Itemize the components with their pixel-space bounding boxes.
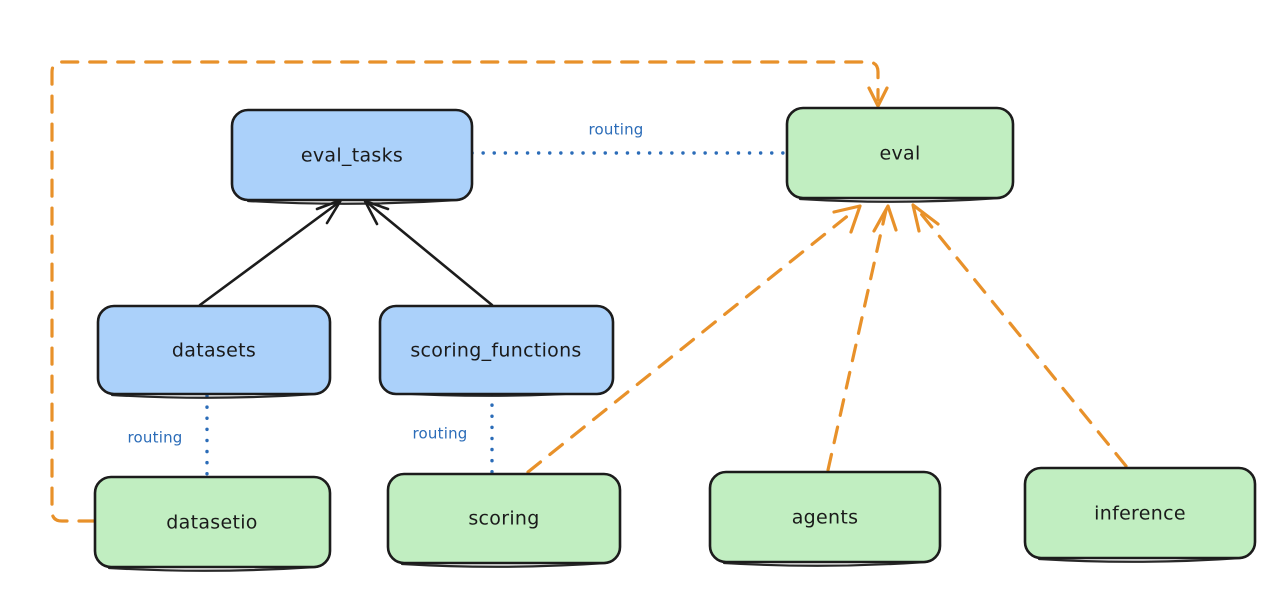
edge-scoring-functions-to-eval-tasks	[363, 199, 494, 307]
node-datasetio[interactable]: datasetio	[93, 475, 332, 572]
edge-scoring-to-eval	[526, 204, 862, 474]
node-scoring-label: scoring	[468, 508, 539, 530]
node-scoring[interactable]: scoring	[386, 472, 622, 568]
edge-agents-to-eval	[826, 204, 898, 472]
node-inference-box[interactable]	[1023, 466, 1257, 560]
node-inference-label: inference	[1094, 503, 1186, 525]
edge-label-routing-scoring: routing	[413, 425, 468, 443]
edge-inference-to-eval	[911, 203, 1128, 468]
node-agents-label: agents	[792, 507, 859, 529]
node-eval-box[interactable]	[785, 106, 1015, 200]
node-eval-label: eval	[879, 143, 920, 165]
node-agents-box[interactable]	[708, 470, 942, 564]
node-datasets-box[interactable]	[96, 304, 332, 396]
node-datasets-label: datasets	[172, 340, 256, 362]
edge-label-routing-datasetio: routing	[128, 429, 183, 447]
node-scoring-box[interactable]	[386, 472, 622, 565]
node-inference[interactable]: inference	[1023, 466, 1257, 563]
node-eval[interactable]: eval	[785, 106, 1015, 203]
node-scoring-functions-box[interactable]	[378, 304, 615, 396]
node-datasets[interactable]: datasets	[96, 304, 332, 399]
node-scoring-functions[interactable]: scoring_functions	[378, 304, 615, 397]
node-scoring-functions-label: scoring_functions	[410, 340, 581, 362]
edge-label-routing-eval: routing	[589, 121, 644, 139]
node-agents[interactable]: agents	[708, 470, 942, 567]
edge-datasets-to-eval-tasks	[198, 198, 343, 307]
node-eval-tasks[interactable]: eval_tasks	[230, 108, 474, 205]
node-datasetio-box[interactable]	[93, 475, 332, 569]
node-eval-tasks-label: eval_tasks	[301, 145, 403, 167]
edge-datasetio-to-eval	[50, 60, 889, 523]
node-datasetio-label: datasetio	[166, 512, 257, 534]
node-eval-tasks-box[interactable]	[230, 108, 474, 202]
